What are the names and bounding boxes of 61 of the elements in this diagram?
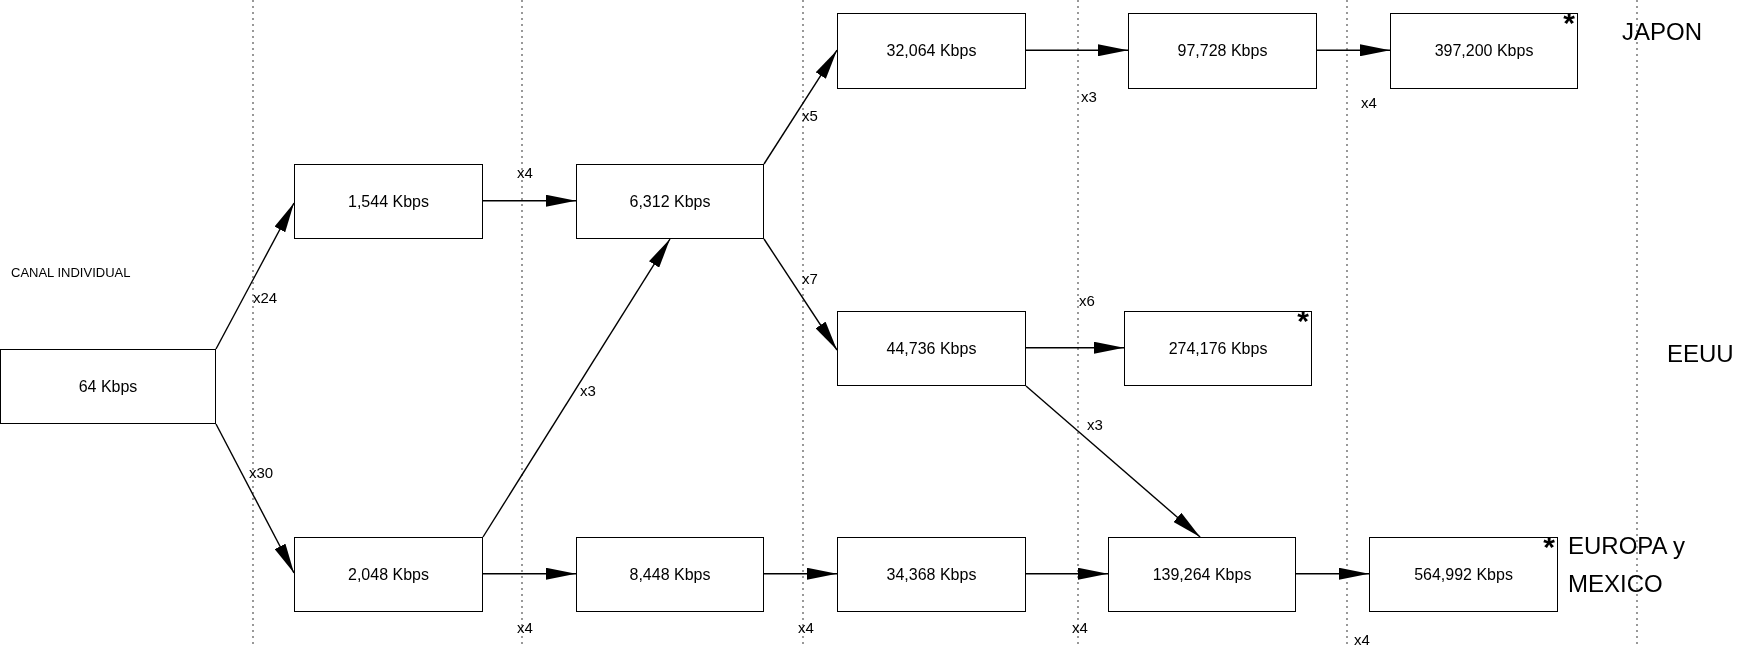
arrow bbox=[1316, 44, 1391, 57]
arrow bbox=[1025, 341, 1125, 354]
rate-box bbox=[837, 537, 1026, 612]
arrow bbox=[482, 238, 671, 538]
rate-box bbox=[1124, 311, 1312, 386]
rate-box bbox=[294, 537, 483, 612]
rate-box bbox=[1108, 537, 1296, 612]
rate-text: 139,264 Kbps bbox=[1152, 564, 1252, 585]
asterisk-mark: * bbox=[1543, 532, 1555, 562]
region-label: CANAL INDIVIDUAL bbox=[11, 264, 132, 282]
edge-label: x6 bbox=[1079, 293, 1095, 308]
edge-label: x4 bbox=[1354, 632, 1370, 647]
arrow bbox=[763, 567, 838, 580]
edge-label: x4 bbox=[1072, 620, 1088, 635]
arrow bbox=[1025, 567, 1109, 580]
edge-label: x5 bbox=[802, 108, 818, 123]
rate-box bbox=[294, 164, 483, 239]
rate-text: 397,200 Kbps bbox=[1434, 41, 1534, 61]
edge-label: x7 bbox=[802, 271, 818, 286]
region-label: JAPON bbox=[1622, 17, 1702, 47]
rate-box bbox=[837, 311, 1026, 386]
rate-box bbox=[837, 13, 1026, 89]
region-label: EEUU bbox=[1667, 339, 1734, 369]
asterisk-mark: * bbox=[1297, 306, 1309, 336]
arrow bbox=[215, 202, 295, 350]
rate-text: 34,368 Kbps bbox=[886, 564, 977, 585]
edge-label: x4 bbox=[517, 165, 533, 180]
rate-text: 1,544 Kbps bbox=[348, 191, 429, 212]
rate-box bbox=[576, 164, 764, 239]
rate-box bbox=[1369, 537, 1558, 612]
arrow bbox=[482, 194, 577, 207]
arrow bbox=[1295, 567, 1370, 580]
arrow bbox=[1025, 385, 1201, 538]
edge-label: x24 bbox=[253, 290, 278, 305]
edge-label: x4 bbox=[798, 620, 814, 635]
rate-text: 564,992 Kbps bbox=[1414, 564, 1513, 585]
rate-text: 97,728 Kbps bbox=[1177, 41, 1268, 61]
rate-box bbox=[0, 349, 216, 424]
rate-text: 2,048 Kbps bbox=[348, 564, 429, 585]
arrow bbox=[763, 238, 838, 351]
rate-box bbox=[576, 537, 764, 612]
rate-text: 274,176 Kbps bbox=[1168, 338, 1268, 359]
rate-text: 6,312 Kbps bbox=[629, 191, 711, 212]
rate-box bbox=[1390, 13, 1578, 89]
arrow bbox=[1025, 44, 1129, 57]
edge-label: x30 bbox=[249, 465, 274, 480]
arrow bbox=[482, 567, 577, 580]
edge-label: x3 bbox=[1081, 89, 1097, 104]
arrow bbox=[215, 423, 295, 574]
region-label: EUROPA y MEXICO bbox=[1568, 531, 1686, 599]
rate-text: 8,448 Kbps bbox=[629, 564, 711, 585]
edge-label: x3 bbox=[1087, 417, 1103, 432]
edge-label: x3 bbox=[580, 383, 596, 398]
asterisk-mark: * bbox=[1563, 8, 1575, 38]
rate-text: 64 Kbps bbox=[78, 376, 138, 397]
rate-text: 44,736 Kbps bbox=[886, 338, 977, 359]
rate-text: 32,064 Kbps bbox=[886, 41, 977, 61]
edge-label: x4 bbox=[1361, 95, 1377, 110]
rate-box bbox=[1128, 13, 1317, 89]
arrow bbox=[763, 49, 838, 165]
edge-label: x4 bbox=[517, 620, 533, 635]
